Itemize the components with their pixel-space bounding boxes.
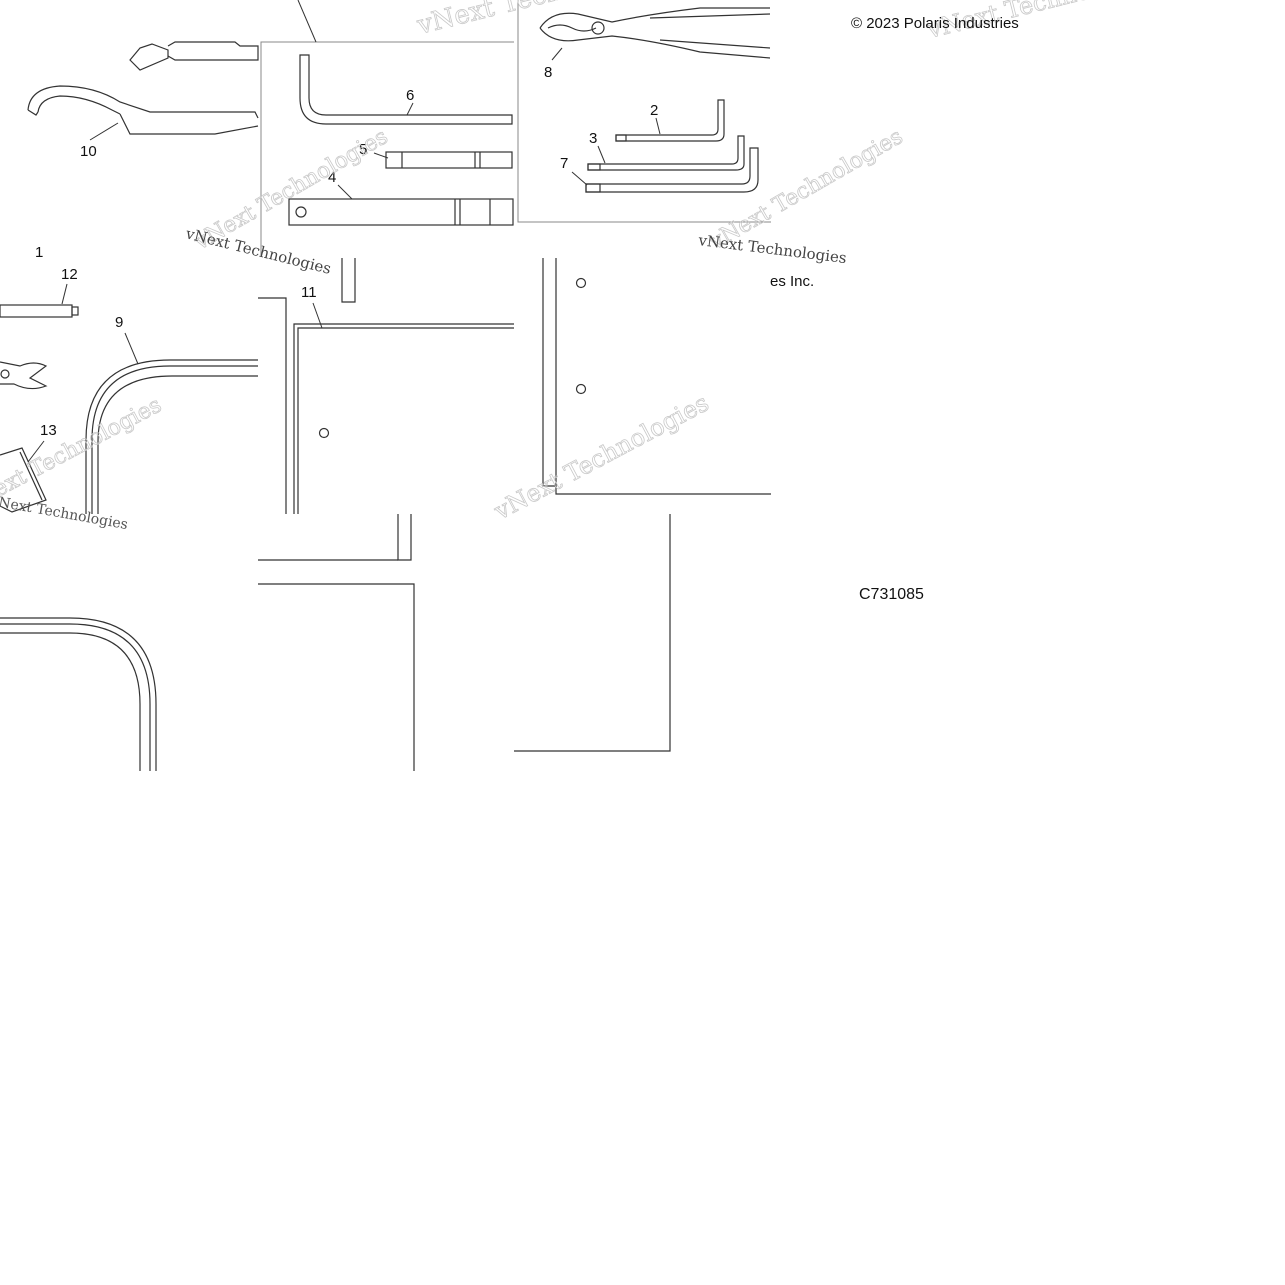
- tool-bag-side-lower: [514, 514, 671, 752]
- svg-text:vNext Technologies: vNext Technologies: [489, 389, 714, 526]
- tool-pouch-9-illustration: [85, 359, 258, 514]
- label-card-13-illustration: [0, 447, 47, 513]
- leader-3: [597, 145, 606, 164]
- plug-wrench-4-illustration: [288, 198, 514, 226]
- copyright-fragment: es Inc.: [770, 273, 815, 290]
- tool-panel-frame: [260, 41, 514, 256]
- callout-9: 9: [115, 314, 123, 331]
- leader-7: [571, 171, 588, 186]
- extension-bar-12-illustration: [0, 304, 79, 318]
- callout-7: 7: [560, 155, 568, 172]
- callout-4: 4: [328, 169, 336, 186]
- copyright-notice: © 2023 Polaris Industries: [851, 15, 1019, 32]
- leader-9: [124, 332, 139, 365]
- tool-bag-11-lower: [258, 514, 415, 771]
- leader-2: [655, 117, 661, 135]
- leader-11: [312, 302, 323, 329]
- callout-3: 3: [589, 130, 597, 147]
- hex-key-2-illustration: [615, 99, 725, 142]
- callout-10: 10: [80, 143, 97, 160]
- leader-5: [373, 152, 389, 159]
- callout-2: 2: [650, 102, 658, 119]
- hex-key-3-illustration: [587, 135, 745, 171]
- callout-6: 6: [406, 87, 414, 104]
- pliers-8-illustration: [539, 7, 771, 59]
- hex-key-7-illustration: [585, 147, 759, 193]
- tool-bag-side-panel: [542, 258, 771, 495]
- svg-text:vNext Technologies: vNext Technologies: [697, 231, 848, 267]
- tool-panel-frame-right: [517, 0, 771, 223]
- hook-tool-illustration: [0, 361, 48, 390]
- callout-1: 1: [35, 244, 43, 261]
- leader-4: [337, 184, 353, 200]
- watermark-group: vNext Technologies vNext Technologies vN…: [0, 0, 1163, 533]
- leader-10: [89, 122, 119, 141]
- leader-6: [406, 102, 414, 116]
- leader-12: [61, 283, 68, 305]
- leader-13: [27, 440, 45, 463]
- leader-8: [551, 47, 563, 61]
- callout-8: 8: [544, 64, 552, 81]
- callout-5: 5: [359, 141, 367, 158]
- spanner-wrench-illustration: [27, 41, 259, 135]
- callout-11: 11: [301, 284, 317, 301]
- diagram-part-code: C731085: [859, 586, 924, 603]
- svg-text:vNext Technologies: vNext Technologies: [413, 0, 672, 41]
- callout-13: 13: [40, 422, 57, 439]
- tool-bag-11-illustration: [258, 258, 514, 514]
- leader-top: [297, 0, 317, 43]
- tool-pouch-9-lower: [0, 617, 157, 771]
- socket-5-illustration: [385, 151, 513, 169]
- hex-key-6-illustration: [299, 54, 513, 125]
- svg-text:vNext Technologies: vNext Technologies: [0, 493, 129, 533]
- callout-12: 12: [61, 266, 78, 283]
